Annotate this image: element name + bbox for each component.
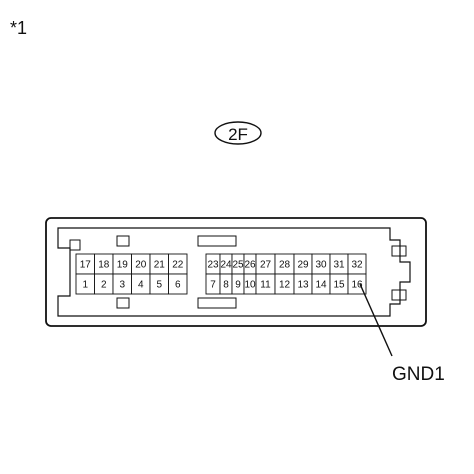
pin-label-21: 21 <box>154 260 166 271</box>
pin-label-3: 3 <box>119 280 125 291</box>
pin-label-25: 25 <box>232 260 244 271</box>
pin-label-16: 16 <box>351 280 363 291</box>
pin-label-23: 23 <box>207 260 219 271</box>
pin-label-1: 1 <box>82 280 88 291</box>
pin-label-4: 4 <box>138 280 144 291</box>
ground-label: GND1 <box>392 364 445 385</box>
pin-label-8: 8 <box>223 280 229 291</box>
pin-label-32: 32 <box>351 260 363 271</box>
connector-housing-inner <box>57 227 411 317</box>
pin-label-14: 14 <box>315 280 327 291</box>
pin-label-18: 18 <box>98 260 110 271</box>
pin-label-22: 22 <box>172 260 184 271</box>
pin-label-10: 10 <box>244 280 256 291</box>
pin-label-2: 2 <box>101 280 107 291</box>
pin-label-29: 29 <box>297 260 309 271</box>
reference-mark: *1 <box>10 18 27 38</box>
pin-label-6: 6 <box>175 280 181 291</box>
pin-label-31: 31 <box>333 260 345 271</box>
left-pin-block: 17 18 19 20 21 22 1 2 3 4 5 6 <box>75 253 188 295</box>
pin-label-12: 12 <box>279 280 291 291</box>
pin-label-27: 27 <box>260 260 272 271</box>
pin-label-7: 7 <box>210 280 216 291</box>
code-ellipse <box>214 121 262 145</box>
pin-label-19: 19 <box>117 260 129 271</box>
connector-code: 2F <box>228 125 248 144</box>
pin-label-13: 13 <box>297 280 309 291</box>
pin-label-11: 11 <box>260 280 271 291</box>
pin-label-28: 28 <box>279 260 291 271</box>
latch-tabs <box>69 235 237 309</box>
ground-leader-line <box>359 283 393 357</box>
pin-label-9: 9 <box>235 280 241 291</box>
pin-label-24: 24 <box>220 260 232 271</box>
housing-guides <box>391 245 407 301</box>
connector-code-badge: 2F <box>214 121 262 145</box>
pin-cell-6 <box>168 273 188 295</box>
pin-label-26: 26 <box>244 260 256 271</box>
pin-label-30: 30 <box>315 260 327 271</box>
pin-label-15: 15 <box>333 280 345 291</box>
pin-label-5: 5 <box>156 280 162 291</box>
pin-label-20: 20 <box>135 260 147 271</box>
pin-label-17: 17 <box>80 260 92 271</box>
